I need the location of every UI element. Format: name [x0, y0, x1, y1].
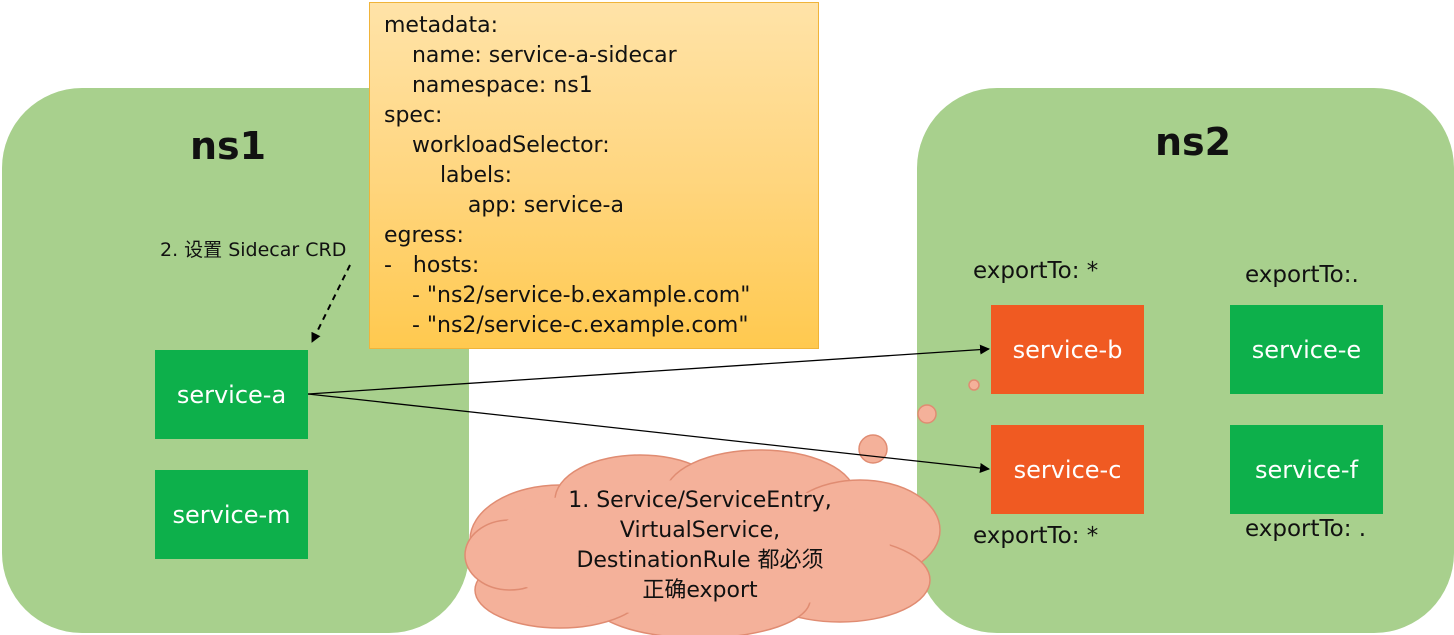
thought-bubbles [858, 379, 980, 464]
cloud-line: VirtualService, [619, 518, 781, 543]
service-m-node: service-m [155, 470, 308, 559]
yaml-line: - "ns2/service-b.example.com" [384, 283, 751, 308]
service-e-node: service-e [1230, 305, 1383, 394]
cloud-line: 正确export [642, 578, 758, 603]
arrow-a-to-c [307, 393, 990, 473]
sidecar-yaml-note: metadata: name: service-a-sidecar namesp… [369, 2, 819, 349]
yaml-line: egress: [384, 223, 464, 248]
yaml-line: labels: [384, 163, 513, 188]
export-label-c: exportTo: * [973, 523, 1099, 549]
ns2-title: ns2 [1155, 120, 1232, 164]
service-f-node: service-f [1230, 425, 1383, 514]
step2-label: 2. 设置 Sidecar CRD [160, 239, 347, 261]
arrow-a-to-b [307, 344, 990, 395]
cloud-line: DestinationRule 都必须 [576, 548, 824, 573]
export-label-f: exportTo: . [1245, 516, 1367, 542]
yaml-line: metadata: [384, 13, 499, 38]
yaml-line: workloadSelector: [384, 133, 610, 158]
yaml-line: name: service-a-sidecar [384, 43, 677, 68]
yaml-line: app: service-a [384, 193, 624, 218]
cloud-line: 1. Service/ServiceEntry, [568, 488, 832, 513]
service-a-node: service-a [155, 350, 308, 439]
yaml-line: namespace: ns1 [384, 73, 593, 98]
export-label-e: exportTo:. [1245, 262, 1359, 288]
yaml-line: - "ns2/service-c.example.com" [384, 313, 749, 338]
callout-cloud-text: 1. Service/ServiceEntry, VirtualService,… [520, 486, 880, 606]
dashed-arrow [311, 264, 351, 343]
service-c-node: service-c [991, 425, 1144, 514]
ns1-title: ns1 [190, 124, 267, 168]
yaml-line: - hosts: [384, 253, 480, 278]
callout-cloud [464, 449, 941, 635]
yaml-line: spec: [384, 103, 443, 128]
service-b-node: service-b [991, 305, 1144, 394]
export-label-b: exportTo: * [973, 258, 1099, 284]
